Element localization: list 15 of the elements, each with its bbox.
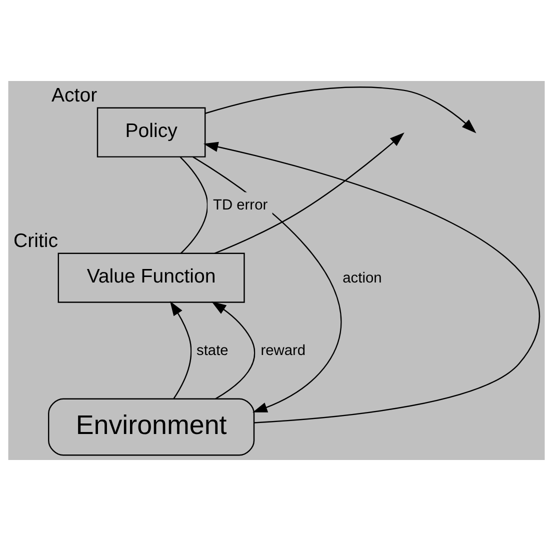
connector — [180, 156, 208, 254]
node-box: Policy — [96, 107, 206, 158]
edge-label: reward — [260, 342, 306, 359]
arrow — [170, 301, 192, 399]
arrow — [205, 86, 476, 134]
edge-label: state — [196, 342, 228, 359]
edge-label: TD error — [213, 197, 268, 214]
edge-label: action — [342, 270, 382, 286]
arrow — [203, 142, 540, 424]
node-label: Critic — [14, 230, 58, 252]
node-box: Environment — [48, 398, 255, 456]
node-label: Actor — [51, 84, 98, 107]
node-box: Value Function — [58, 252, 245, 303]
arrow — [212, 302, 256, 400]
arrow — [214, 132, 404, 254]
